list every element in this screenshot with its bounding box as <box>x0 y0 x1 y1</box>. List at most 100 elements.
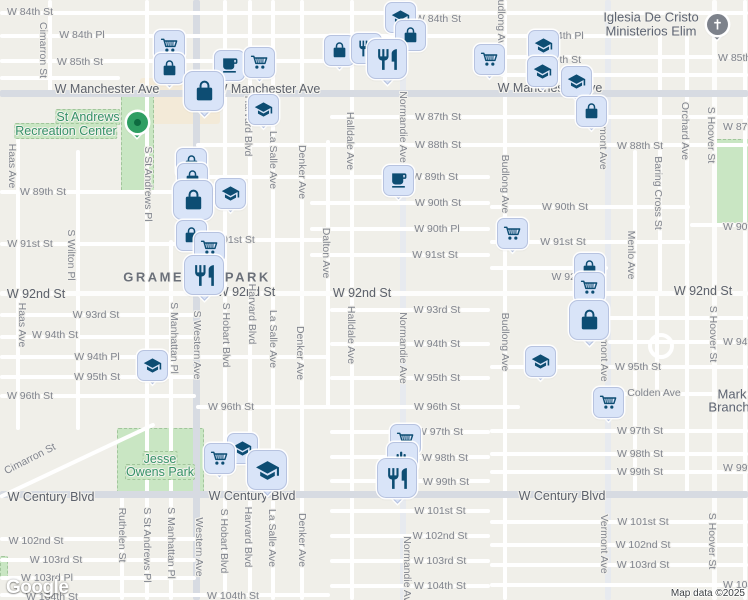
graduation-cap-icon <box>221 184 240 203</box>
street-label: W 95th St <box>614 361 662 373</box>
road-denker-ave <box>300 0 304 600</box>
street-label: W Century Blvd <box>518 489 606 503</box>
street-label: Denker Ave <box>296 512 308 568</box>
park-pin-st-andrews[interactable] <box>126 111 148 133</box>
road-w-97th-st <box>490 429 748 433</box>
bag-marker[interactable] <box>575 95 607 127</box>
street-label: W 94th Pl <box>74 351 120 363</box>
bag-marker[interactable] <box>569 300 609 340</box>
road-menlo-ave <box>633 150 637 492</box>
road-w-94th-st <box>608 340 748 344</box>
school-marker[interactable] <box>136 349 168 381</box>
shopping-bag-icon <box>160 59 179 78</box>
street-label: W 103rd St <box>29 554 83 566</box>
coffee-marker[interactable] <box>382 164 414 196</box>
school-marker[interactable] <box>214 177 246 209</box>
street-label: W 85th St <box>718 52 748 64</box>
park-area-east-green-strip <box>716 139 748 225</box>
street-label: W Manchester Ave <box>215 82 321 96</box>
street-label: W Century Blvd <box>208 489 296 503</box>
graduation-cap-icon <box>143 356 162 375</box>
street-label: La Salle Ave <box>267 130 279 190</box>
road-w-102nd-st <box>330 534 490 538</box>
cart-marker[interactable] <box>243 46 275 78</box>
poi-label-library-branch[interactable]: Branch <box>708 399 748 415</box>
poi-label-library-branch[interactable]: Mark <box>717 386 747 402</box>
street-label: Halldale Ave <box>344 111 356 171</box>
street-label: Harvard Blvd <box>242 506 254 568</box>
cart-marker[interactable] <box>473 43 505 75</box>
cart-marker[interactable] <box>573 271 605 303</box>
road-s-hoover-st <box>711 0 717 600</box>
road-w-85th-st <box>500 55 748 59</box>
bag-marker[interactable] <box>153 52 185 84</box>
road-s-st-andrews-pl <box>145 0 149 600</box>
park-label-jesse-owens-park[interactable]: Owens Park <box>124 464 196 480</box>
street-label: W 104th St <box>26 591 78 600</box>
restaurant-marker[interactable] <box>184 255 224 295</box>
graduation-cap-icon <box>567 72 586 91</box>
street-label: W 85th St <box>56 56 104 68</box>
shopping-cart-icon <box>480 50 499 69</box>
park-label-st-andrews-recreation-center[interactable]: Recreation Center <box>14 123 118 139</box>
street-label: W 93rd St <box>72 309 120 321</box>
road-w-91st-st <box>0 242 196 246</box>
street-label: W 94th St <box>723 336 748 348</box>
road-w-84th-pl <box>0 34 640 38</box>
road-local <box>608 316 748 320</box>
road-w-95th-st <box>330 376 490 380</box>
poi-label-iglesia-de-cristo[interactable]: Ministerios Elim <box>605 23 697 39</box>
street-label: Budlong Ave <box>499 312 511 372</box>
cart-marker[interactable] <box>496 217 528 249</box>
cart-marker[interactable] <box>592 386 624 418</box>
restaurant-icon <box>385 466 410 491</box>
poi-label-iglesia-de-cristo[interactable]: Iglesia De Cristo <box>603 9 699 25</box>
road-haas-ave <box>16 125 20 430</box>
street-label: W 103rd St <box>616 559 670 571</box>
street-label: W 92nd St <box>332 286 392 300</box>
road-orchard-ave <box>685 30 689 492</box>
graduation-cap-icon <box>255 458 280 483</box>
cart-marker[interactable] <box>203 442 235 474</box>
bag-marker[interactable] <box>323 34 355 66</box>
shopping-cart-icon <box>599 393 618 412</box>
road-edge-road <box>743 0 747 600</box>
street-label: S Hoover St <box>707 305 719 363</box>
road-w-102nd-st <box>490 543 748 547</box>
school-marker[interactable] <box>524 345 556 377</box>
school-marker[interactable] <box>247 450 287 490</box>
street-label: W Manchester Ave <box>54 82 160 96</box>
street-label: W 104th St <box>207 590 259 600</box>
restaurant-marker[interactable] <box>367 39 407 79</box>
school-marker[interactable] <box>527 29 559 61</box>
street-label: Normandie Ave <box>397 91 409 163</box>
street-label: W 91st St <box>412 249 458 261</box>
road-w-90th-st <box>490 205 690 209</box>
street-label: W 92nd St <box>673 284 733 298</box>
street-label: S Wilton Pl <box>65 229 77 281</box>
street-label: S Hoover St <box>706 512 718 570</box>
church-pin-iglesia[interactable] <box>706 13 728 35</box>
street-label: La Salle Ave <box>267 309 279 369</box>
bag-marker[interactable] <box>184 71 224 111</box>
shopping-bag-icon <box>330 41 349 60</box>
school-marker[interactable] <box>526 55 558 87</box>
street-label: W 92nd St <box>216 285 276 299</box>
street-label: W 102nd St <box>615 539 671 551</box>
school-marker[interactable] <box>247 93 279 125</box>
restaurant-marker[interactable] <box>377 458 417 498</box>
street-label: Western Ave <box>193 517 205 577</box>
street-label: Ruthelen St <box>116 507 128 563</box>
street-label: W 88th St <box>414 139 462 151</box>
google-logo[interactable]: Google <box>6 577 69 598</box>
school-marker[interactable] <box>560 65 592 97</box>
street-label: W 87th St <box>414 111 462 123</box>
bag-marker[interactable] <box>173 180 213 220</box>
street-label: W Century Blvd <box>7 490 95 504</box>
street-label: W 101st St <box>414 505 466 517</box>
shopping-cart-icon <box>503 224 522 243</box>
road-w-96th-st <box>196 405 520 409</box>
street-label: Denker Ave <box>296 144 308 200</box>
graduation-cap-icon <box>531 352 550 371</box>
